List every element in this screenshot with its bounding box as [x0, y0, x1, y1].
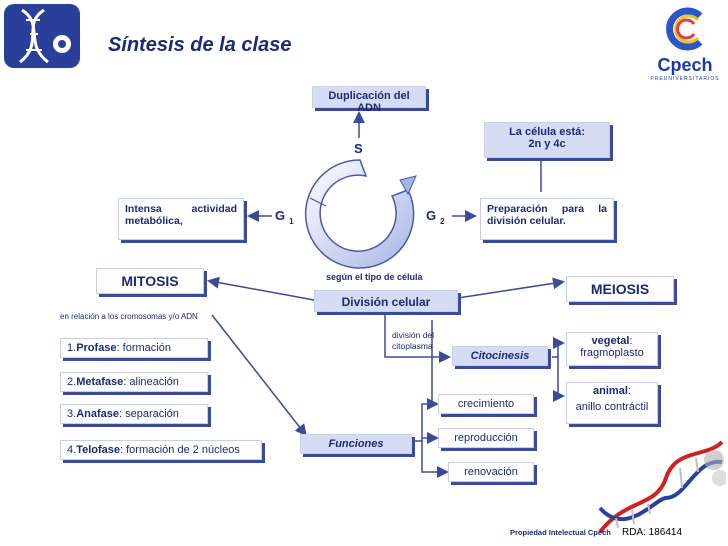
phase-num: 4. — [67, 444, 77, 456]
phase-desc: : formación de 2 núcleos — [120, 444, 240, 456]
s-phase-label: S — [354, 141, 363, 156]
arrow-citocinesis-to-vegetal — [552, 337, 565, 358]
mitosis-title-box: MITOSIS — [96, 268, 204, 294]
state-line1: La célula está: — [509, 126, 585, 138]
phase-anafase-box: 3.Anafase: separación — [60, 404, 208, 424]
phase-name: Profase — [76, 342, 117, 354]
brand-name: Cpech — [657, 55, 713, 75]
brand-tagline: PREUNIVERSITARIOS — [650, 76, 720, 82]
g2-subscript: 2 — [440, 216, 445, 226]
meiosis-title-box: MEIOSIS — [566, 276, 674, 302]
segun-tipo-label: según el tipo de célula — [326, 272, 423, 282]
cpech-logo-icon — [666, 7, 703, 51]
phase-num: 2. — [67, 376, 77, 388]
vegetal-desc: fragmoplasto — [580, 347, 644, 359]
rda-label: RDA: 186414 — [622, 527, 683, 538]
g1-subscript: 1 — [289, 216, 294, 226]
phase-profase-box: 1.Profase: formación — [60, 338, 208, 358]
g1-letter: G — [275, 208, 286, 223]
mitosis-relation-label: en relación a los cromosomas y/o ADN — [60, 312, 198, 321]
arrow-division-to-citocinesis — [384, 312, 451, 363]
animal-box: animal: anillo contráctil — [566, 382, 658, 424]
phase-telofase-box: 4.Telofase: formación de 2 núcleos — [60, 440, 262, 460]
vegetal-box: vegetal: fragmoplasto — [566, 332, 658, 366]
dna-logo-icon — [4, 4, 80, 68]
phase-name: Telofase — [76, 444, 120, 456]
phase-metafase-box: 2.Metafase: alineación — [60, 372, 208, 392]
g2-preparation-box: Preparación para la división celular. — [480, 198, 614, 240]
funcion-reproduccion-box: reproducción — [438, 428, 534, 448]
funcion-renovacion-box: renovación — [448, 462, 534, 482]
phase-desc: : formación — [116, 342, 171, 354]
phase-desc: : separación — [118, 408, 179, 420]
property-label: Propiedad Intelectual Cpech — [510, 528, 611, 537]
arrow-division-to-meiosis — [457, 277, 565, 299]
funciones-box: Funciones — [300, 434, 412, 454]
phase-name: Anafase — [76, 408, 119, 420]
vegetal-name: vegetal — [591, 335, 630, 347]
arrow-mitosis-to-funciones — [211, 314, 307, 437]
cpech-logo: Cpech PREUNIVERSITARIOS — [648, 6, 722, 82]
division-citoplasma-label: división del citoplasma — [392, 330, 435, 351]
g1-activity-box: Intensa actividad metabólica, — [118, 198, 244, 240]
phase-num: 1. — [67, 342, 77, 354]
funcion-crecimiento-box: crecimiento — [438, 394, 534, 414]
cell-cycle-diagram — [296, 150, 424, 278]
g2-letter: G — [426, 208, 437, 223]
citocinesis-box: Citocinesis — [452, 346, 548, 366]
state-box: La célula está: 2n y 4c — [484, 122, 610, 158]
animal-desc: anillo contráctil — [575, 401, 649, 413]
page-title: Síntesis de la clase — [108, 34, 292, 56]
duplicacion-box: Duplicación del ADN — [312, 86, 426, 114]
arrow-citocinesis-to-animal — [553, 357, 565, 402]
phase-name: Metafase — [76, 376, 124, 388]
arrow-division-to-mitosis — [207, 276, 315, 301]
phase-num: 3. — [67, 408, 77, 420]
animal-name: animal — [593, 385, 628, 397]
dna-helix-icon — [596, 438, 728, 538]
arrow-funciones-to-crecimiento — [414, 398, 439, 442]
arrow-funciones-to-renovacion — [421, 441, 449, 478]
phase-desc: : alineación — [123, 376, 179, 388]
state-line2: 2n y 4c — [528, 138, 566, 150]
division-celular-box: División celular — [314, 290, 458, 312]
